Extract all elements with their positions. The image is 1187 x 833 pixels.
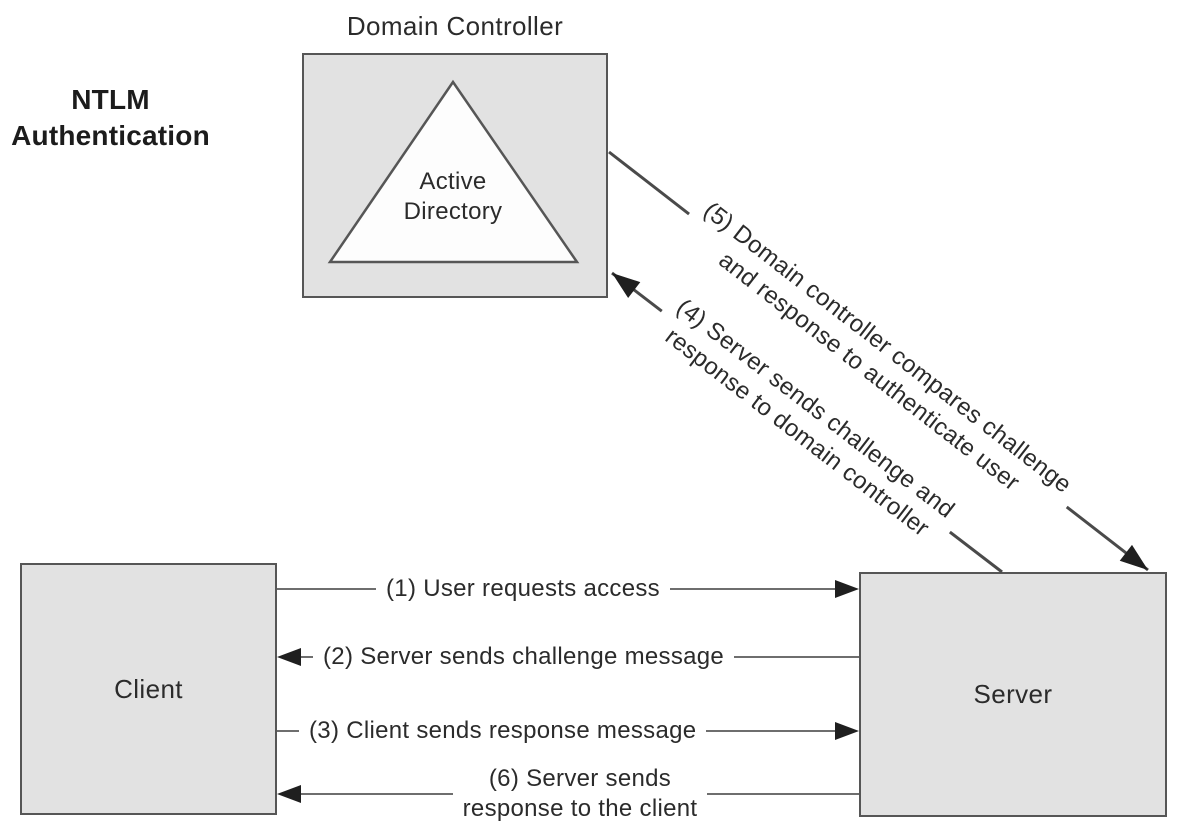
flow6-connector: (6) Server sends response to the client bbox=[277, 759, 859, 829]
flow2-label: (2) Server sends challenge message bbox=[323, 643, 725, 670]
flow3-line-left bbox=[277, 730, 299, 732]
flow1-arrowhead-icon bbox=[835, 580, 859, 598]
client-label: Client bbox=[114, 673, 183, 704]
flow2-line-right bbox=[734, 656, 859, 658]
active-directory-line1: Active bbox=[419, 168, 487, 195]
active-directory-line2: Directory bbox=[403, 198, 503, 225]
flow6-label: (6) Server sends response to the client bbox=[453, 764, 708, 824]
flow3-connector: (3) Client sends response message bbox=[277, 703, 859, 759]
domain-controller-title: Domain Controller bbox=[346, 11, 564, 41]
flow6-line-left bbox=[301, 793, 453, 795]
flow1-label: (1) User requests access bbox=[386, 575, 660, 602]
flow4-arrowhead-icon bbox=[612, 273, 641, 298]
flow3-line-right bbox=[706, 730, 835, 732]
diagram-title-line1: NTLM bbox=[71, 84, 150, 115]
flow6-label-line2: response to the client bbox=[462, 795, 698, 822]
flow3-label: (3) Client sends response message bbox=[309, 717, 697, 744]
server-box: Server bbox=[859, 572, 1167, 817]
flow6-arrowhead-icon bbox=[277, 785, 301, 803]
flow2-line-left bbox=[301, 656, 313, 658]
diagram-title: NTLM Authentication bbox=[8, 82, 213, 154]
flow2-connector: (2) Server sends challenge message bbox=[277, 629, 859, 685]
client-box: Client bbox=[20, 563, 277, 815]
flow6-line-right bbox=[707, 793, 859, 795]
flow1-connector: (1) User requests access bbox=[277, 561, 859, 617]
flow1-line-right bbox=[669, 588, 835, 590]
active-directory-label: Active Directory bbox=[353, 167, 553, 227]
flow3-arrowhead-icon bbox=[835, 722, 859, 740]
diagram-title-line2: Authentication bbox=[11, 120, 210, 151]
server-label: Server bbox=[973, 679, 1053, 709]
flow6-label-line1: (6) Server sends bbox=[488, 765, 672, 792]
flow1-line-left bbox=[277, 588, 377, 590]
flow2-arrowhead-icon bbox=[277, 648, 301, 666]
